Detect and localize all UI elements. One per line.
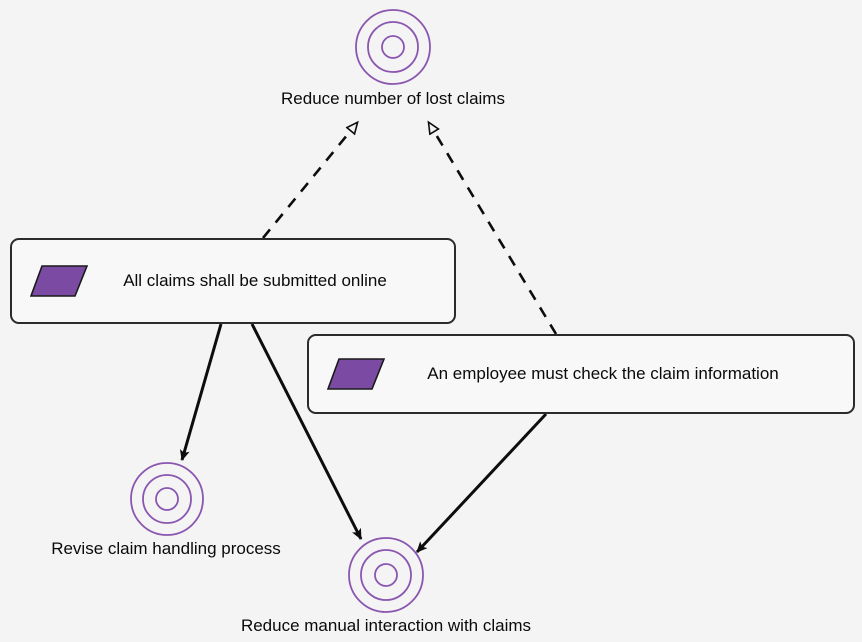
goal-outer-circle-icon (348, 537, 424, 613)
requirement-label-claims-online: All claims shall be submitted online (123, 270, 387, 290)
goal-label-reduce-lost-claims: Reduce number of lost claims (281, 89, 505, 108)
relationship-influence-employee-to-manual[interactable] (415, 412, 548, 554)
goal-node-reduce-lost-claims[interactable] (353, 7, 433, 87)
goal-inner-circle-icon (374, 563, 398, 587)
goal-label-reduce-manual-interaction: Reduce manual interaction with claims (240, 616, 532, 635)
requirement-label-employee-check: An employee must check the claim informa… (427, 363, 779, 383)
goal-middle-circle-icon (367, 21, 419, 73)
relationship-influence-online-to-revise[interactable] (179, 323, 223, 461)
relationship-realization-employee-to-lost-claims[interactable] (429, 123, 558, 335)
goal-outer-circle-icon (355, 9, 431, 85)
requirement-box-claims-online[interactable]: All claims shall be submitted online (10, 238, 456, 324)
relationship-influence-online-to-manual[interactable] (250, 323, 363, 540)
relationship-realization-online-to-lost-claims[interactable] (261, 123, 357, 239)
goal-node-revise-claim-handling[interactable] (128, 460, 206, 538)
goal-middle-circle-icon (360, 549, 412, 601)
requirement-parallelogram-icon (30, 265, 88, 297)
requirement-box-employee-check[interactable]: An employee must check the claim informa… (307, 334, 855, 414)
goal-label-revise-claim-handling: Revise claim handling process (51, 539, 281, 558)
goal-inner-circle-icon (381, 35, 405, 59)
goal-outer-circle-icon (130, 462, 204, 536)
requirement-parallelogram-icon (327, 358, 385, 390)
goal-inner-circle-icon (155, 487, 179, 511)
goal-node-reduce-manual-interaction[interactable] (346, 535, 426, 615)
goal-middle-circle-icon (142, 474, 192, 524)
